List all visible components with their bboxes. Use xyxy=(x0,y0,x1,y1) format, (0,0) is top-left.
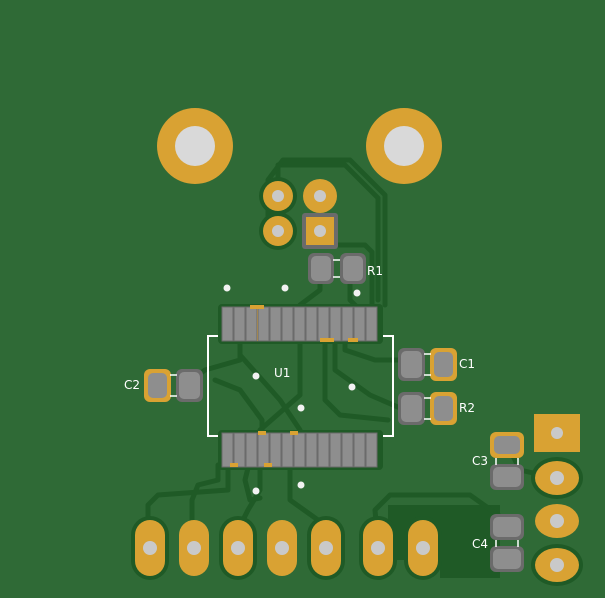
label-c2: C2 xyxy=(124,378,140,392)
mounting-hole-left xyxy=(157,108,233,184)
capacitor-c2 xyxy=(144,369,203,402)
label-r1: R1 xyxy=(367,264,383,278)
u1-bottom-pads xyxy=(218,430,383,470)
label-u1: U1 xyxy=(274,366,290,380)
connector-right xyxy=(531,414,583,586)
capacitor-c3 xyxy=(490,432,524,490)
label-c1: C1 xyxy=(459,357,475,371)
header-2x2 xyxy=(259,177,338,250)
capacitor-c4 xyxy=(490,514,524,572)
mounting-hole-right xyxy=(366,108,442,184)
label-r2: R2 xyxy=(459,401,475,415)
u1-top-pads xyxy=(218,304,383,344)
capacitor-c1 xyxy=(398,348,457,381)
label-c3: C3 xyxy=(472,454,488,468)
u1-silkscreen-outline xyxy=(207,335,394,437)
label-c4: C4 xyxy=(472,537,488,551)
vias xyxy=(223,284,361,495)
resistor-r2 xyxy=(398,392,457,425)
connector-bottom xyxy=(131,516,442,580)
resistor-r1 xyxy=(308,253,366,284)
